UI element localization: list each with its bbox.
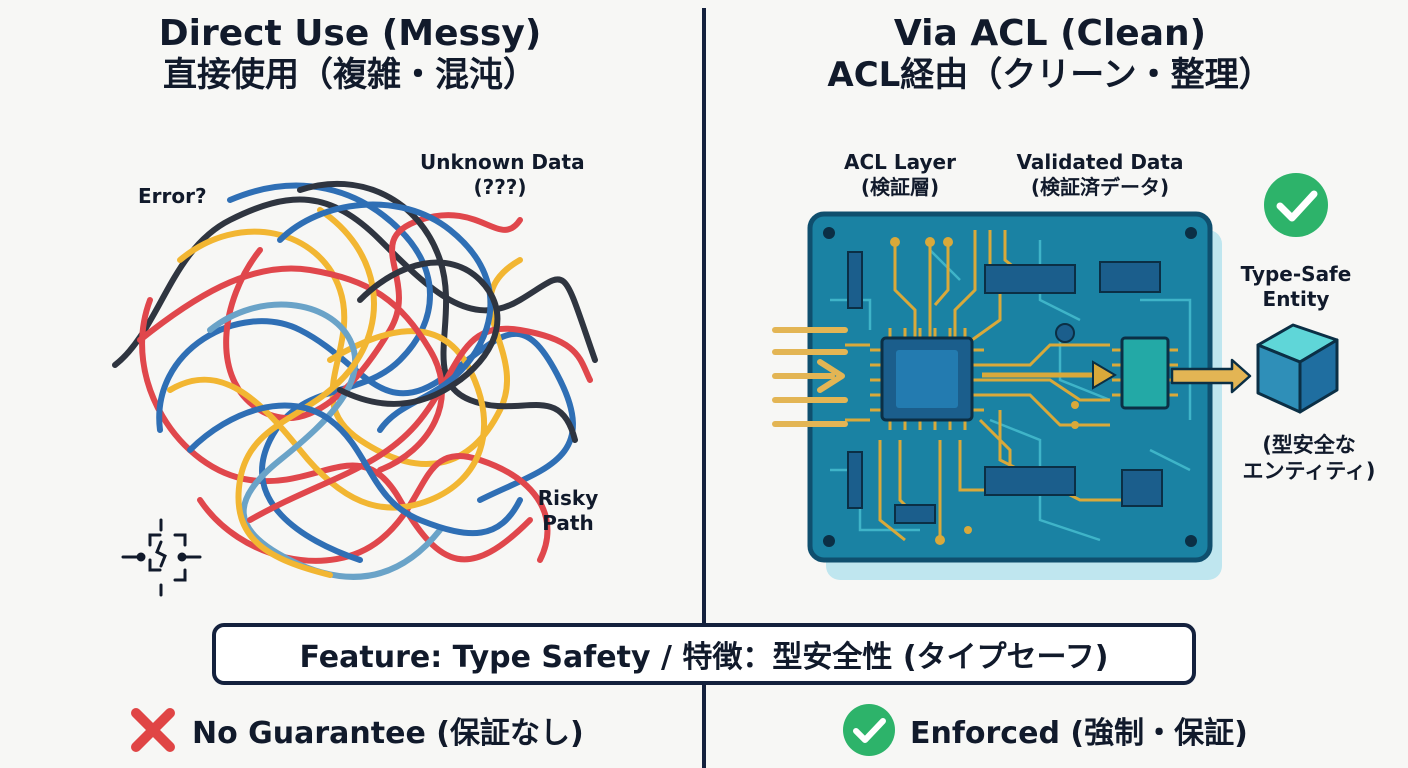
enforced-status: Enforced (強制・保証) [842, 702, 1248, 758]
cross-icon [128, 705, 178, 755]
input-arrows [772, 327, 848, 427]
risky-path-line2: Path [542, 511, 594, 535]
type-safe-jp-line1: (型安全な [1262, 433, 1356, 457]
center-divider [702, 8, 706, 768]
unknown-data-label: Unknown Data (???) [420, 150, 585, 200]
validated-data-line2: (検証済データ) [1030, 175, 1170, 199]
risky-path-line1: Risky [537, 486, 599, 510]
type-safe-line1: Type-Safe [1240, 262, 1352, 286]
left-title-en: Direct Use (Messy) [158, 13, 542, 54]
left-title: Direct Use (Messy) 直接使用（複雑・混沌） [60, 12, 640, 96]
unknown-data-line2: (???) [473, 175, 527, 199]
right-title: Via ACL (Clean) ACL経由（クリーン・整理） [740, 12, 1360, 96]
feature-text: Feature: Type Safety / 特徴：型安全性 (タイプセーフ) [299, 640, 1109, 675]
acl-layer-line1: ACL Layer [844, 150, 956, 174]
validated-data-label: Validated Data (検証済データ) [1010, 150, 1190, 200]
data-flow-arrow [982, 360, 1117, 390]
enforced-text: Enforced (強制・保証) [910, 716, 1248, 751]
type-safe-entity-label: Type-Safe Entity [1236, 262, 1356, 312]
output-arrow [1170, 358, 1252, 394]
no-guarantee-text: No Guarantee (保証なし) [192, 716, 584, 751]
risky-path-label: Risky Path [528, 486, 608, 536]
cube-icon [1256, 323, 1339, 414]
validated-data-line1: Validated Data [1016, 150, 1184, 174]
error-label: Error? [138, 184, 207, 209]
type-safe-entity-jp-label: (型安全な エンティティ) [1230, 432, 1388, 485]
check-circle-icon [842, 703, 896, 757]
broken-connection-icon [121, 518, 202, 597]
type-safe-line2: Entity [1262, 287, 1330, 311]
right-title-en: Via ACL (Clean) [893, 13, 1207, 54]
circuit-board-icon [807, 211, 1222, 580]
acl-layer-line2: (検証層) [860, 175, 940, 199]
no-guarantee-status: No Guarantee (保証なし) [128, 702, 584, 758]
type-safe-jp-line2: エンティティ) [1242, 459, 1376, 484]
left-title-jp: 直接使用（複雑・混沌） [163, 55, 537, 96]
unknown-data-line1: Unknown Data [420, 150, 585, 174]
tangled-wires [112, 180, 598, 580]
check-circle-icon [1264, 173, 1328, 237]
error-label-text: Error? [138, 184, 207, 208]
acl-layer-label: ACL Layer (検証層) [830, 150, 970, 200]
right-title-jp: ACL経由（クリーン・整理） [827, 55, 1273, 96]
feature-banner: Feature: Type Safety / 特徴：型安全性 (タイプセーフ) [212, 623, 1196, 685]
